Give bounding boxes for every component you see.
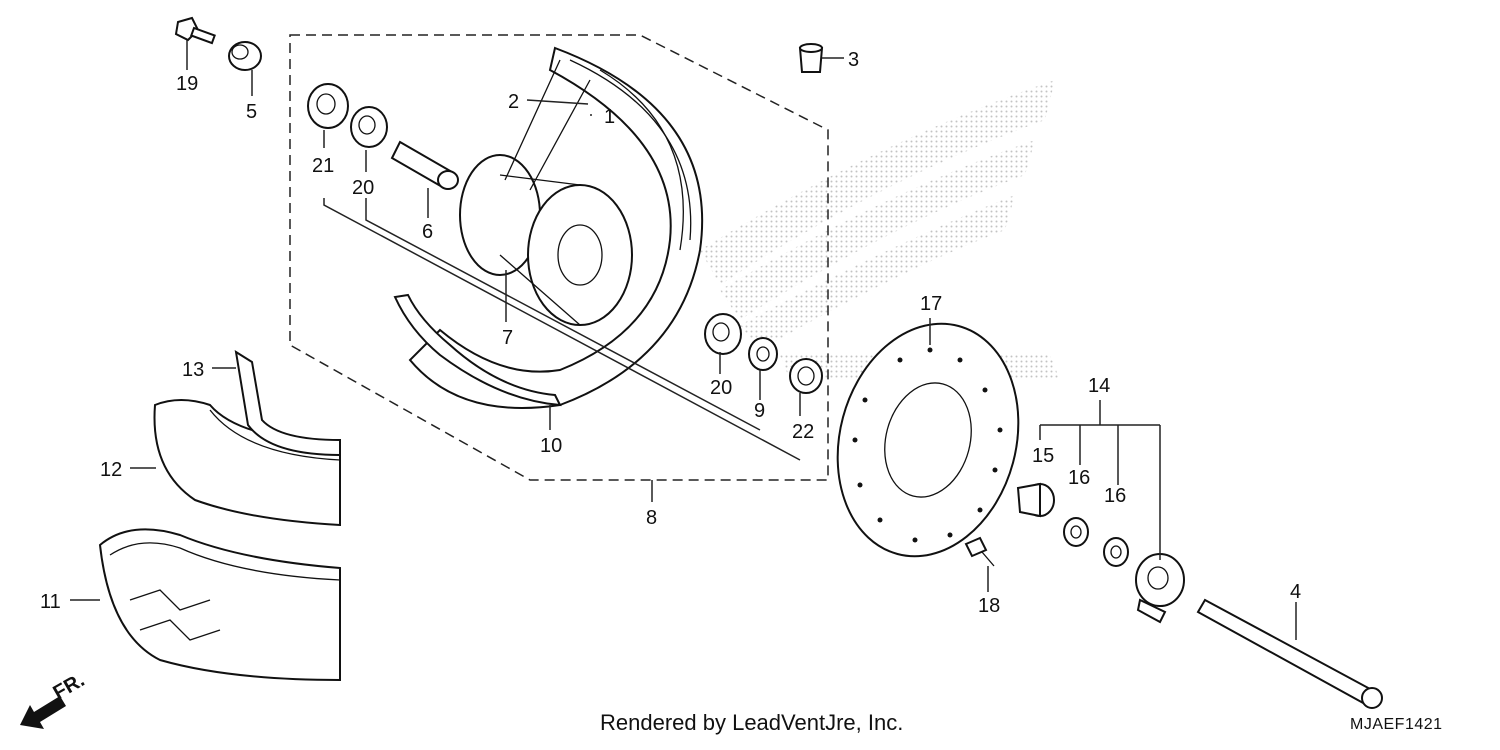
- part-label-21[interactable]: 21: [312, 155, 334, 177]
- side-collar: [228, 41, 262, 71]
- part-label-3[interactable]: 3: [848, 49, 859, 71]
- part-label-10[interactable]: 10: [540, 435, 562, 457]
- flange-bolt: [174, 16, 216, 45]
- valve-cap: [798, 43, 824, 73]
- part-label-20b[interactable]: 20: [710, 377, 732, 399]
- part-label-12[interactable]: 12: [100, 459, 122, 481]
- front-axle: [1196, 598, 1383, 709]
- part-label-19[interactable]: 19: [176, 73, 198, 95]
- part-label-15[interactable]: 15: [1032, 445, 1054, 467]
- part-label-6[interactable]: 6: [422, 221, 433, 243]
- rim-band: [393, 293, 562, 407]
- front-direction-arrow-icon: [20, 696, 66, 729]
- brake-disk: [836, 322, 1020, 558]
- part-label-8[interactable]: 8: [646, 507, 657, 529]
- thrust-washer-b: [1103, 537, 1129, 567]
- part-label-20a[interactable]: 20: [352, 177, 374, 199]
- rim-flap: [234, 349, 341, 457]
- part-label-17[interactable]: 17: [920, 293, 942, 315]
- radial-bearing-right: [704, 313, 742, 355]
- part-label-13[interactable]: 13: [182, 359, 204, 381]
- speedometer-gearbox: [1135, 553, 1185, 624]
- speedometer-gear: [1016, 482, 1055, 518]
- credit-text: Rendered by LeadVentJre, Inc.: [600, 710, 904, 735]
- wing-logo-watermark: [700, 80, 1060, 380]
- part-label-4[interactable]: 4: [1290, 581, 1301, 603]
- speedometer-retainer: [748, 337, 778, 371]
- part-label-9[interactable]: 9: [754, 400, 765, 422]
- part-label-14[interactable]: 14: [1088, 375, 1110, 397]
- part-label-22[interactable]: 22: [792, 421, 814, 443]
- part-label-16a[interactable]: 16: [1068, 467, 1090, 489]
- disk-bolt: [964, 536, 995, 567]
- radial-bearing-inner: [350, 106, 388, 148]
- part-label-18[interactable]: 18: [978, 595, 1000, 617]
- leader-lines: [70, 40, 1297, 640]
- dust-seal: [789, 358, 823, 394]
- part-label-5[interactable]: 5: [246, 101, 257, 123]
- diagram-code: MJAEF1421: [1350, 716, 1443, 733]
- inner-tube: [153, 399, 341, 527]
- part-label-7[interactable]: 7: [502, 327, 513, 349]
- cast-wheel: [408, 46, 704, 409]
- part-label-11[interactable]: 11: [40, 591, 61, 613]
- part-label-1[interactable]: 1: [604, 106, 615, 128]
- radial-bearing-left: [307, 83, 349, 129]
- tire: [98, 528, 341, 682]
- part-label-16b[interactable]: 16: [1104, 485, 1126, 507]
- thrust-washer-a: [1063, 517, 1089, 547]
- distance-collar: [390, 140, 459, 190]
- part-label-2[interactable]: 2: [508, 91, 519, 113]
